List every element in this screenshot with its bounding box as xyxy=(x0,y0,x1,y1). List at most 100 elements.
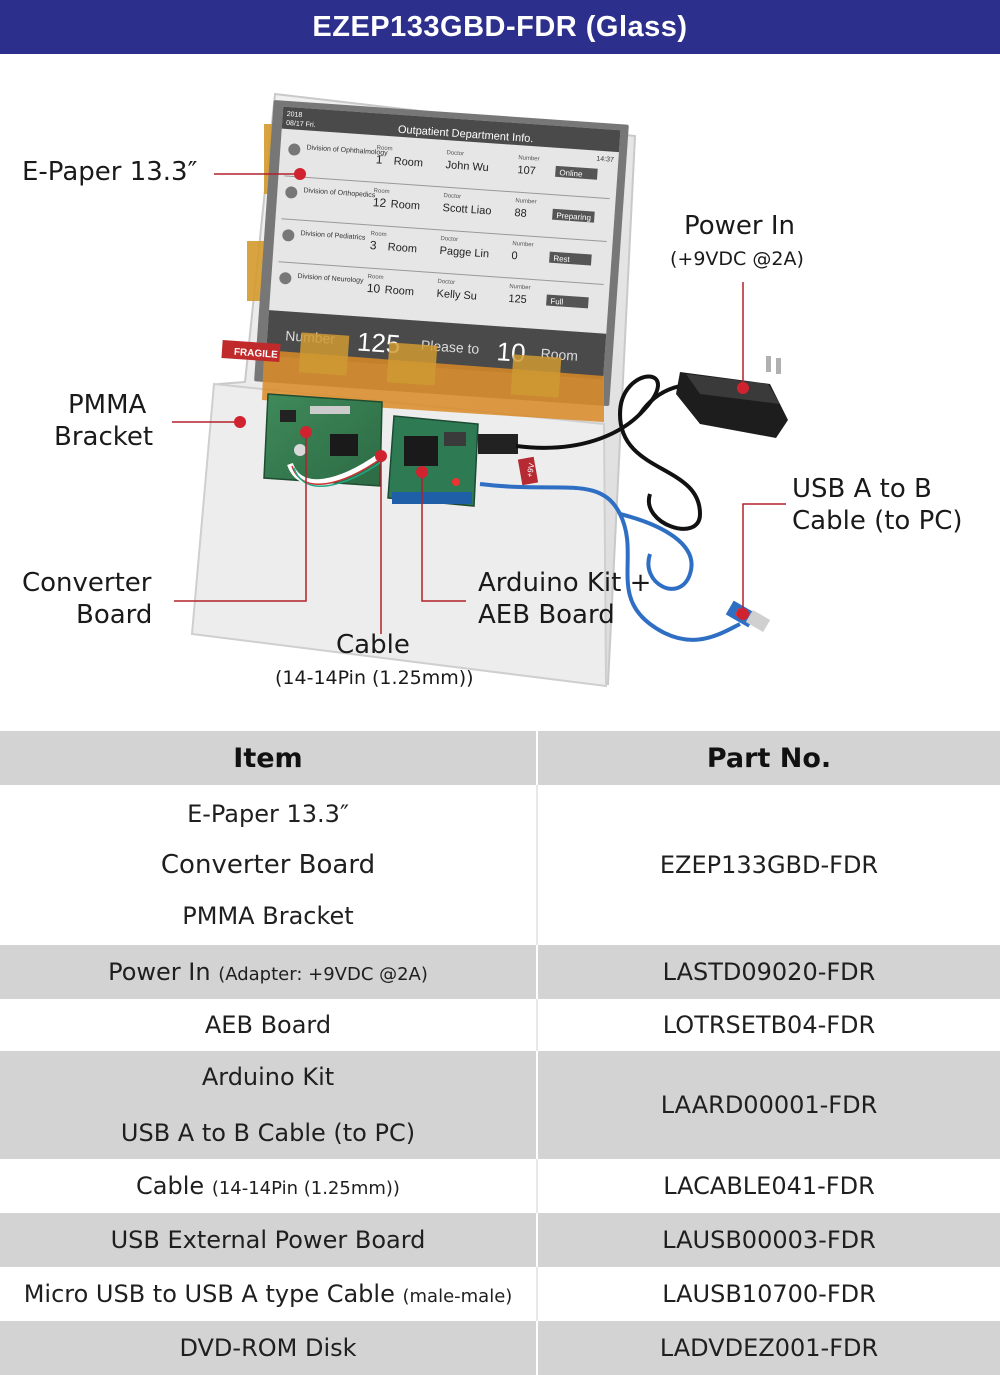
item-cell: E-Paper 13.3″ Converter Board PMMA Brack… xyxy=(0,785,538,945)
usb-cable xyxy=(479,482,741,642)
fpc-tab xyxy=(298,332,350,376)
converter-label-line2: Board xyxy=(76,600,153,630)
number-label: Number xyxy=(509,284,531,291)
item-note: (14-14Pin (1.25mm)) xyxy=(211,1178,400,1199)
table-row: Cable (14-14Pin (1.25mm)) LACABLE041-FDR xyxy=(0,1159,1000,1213)
room-number: 12 xyxy=(372,195,387,210)
item-cell: Arduino Kit USB A to B Cable (to PC) xyxy=(0,1051,538,1159)
room-label: Room xyxy=(370,231,386,238)
screen-header-bar xyxy=(281,106,621,153)
status-text: Full xyxy=(550,297,564,307)
room-word: Room xyxy=(390,198,420,212)
row-divider xyxy=(278,261,604,285)
item-cell: Power In (Adapter: +9VDC @2A) xyxy=(0,945,538,999)
room-number: 3 xyxy=(369,238,377,252)
cable-spec: (14-14Pin (1.25mm)) xyxy=(275,667,474,689)
queue-number: 0 xyxy=(511,250,518,262)
item-cell: USB External Power Board xyxy=(0,1213,538,1267)
part-cell: LOTRSETB04-FDR xyxy=(537,999,1000,1051)
table-row: Power In (Adapter: +9VDC @2A) LASTD09020… xyxy=(0,945,1000,999)
item-text: Converter Board xyxy=(160,850,376,880)
usb-label-line1: USB A to B xyxy=(792,474,932,504)
arduino-label-line1: Arduino Kit + xyxy=(478,568,652,598)
arduino-label-line2: AEB Board xyxy=(478,600,615,630)
status-text: Preparing xyxy=(556,211,591,222)
table-row: Micro USB to USB A type Cable (male-male… xyxy=(0,1267,1000,1321)
row-divider xyxy=(281,218,607,243)
room-label: Room xyxy=(373,188,389,195)
usb-label-line2: Cable (to PC) xyxy=(792,506,963,536)
fragile-text: FRAGILE xyxy=(233,347,278,361)
fragile-sticker xyxy=(221,339,281,363)
item-note: (male-male) xyxy=(402,1286,513,1307)
fpc-tab xyxy=(386,342,438,386)
doctor-label: Doctor xyxy=(443,193,461,200)
pmma-label-line2: Bracket xyxy=(54,422,154,452)
epaper-label: E-Paper 13.3″ xyxy=(22,157,198,187)
number-label: Number xyxy=(518,155,540,162)
item-text: Micro USB to USB A type Cable xyxy=(23,1280,395,1308)
room-number: 1 xyxy=(375,152,383,166)
table-row: E-Paper 13.3″ Converter Board PMMA Brack… xyxy=(0,785,1000,945)
status-badge xyxy=(546,294,589,309)
queue-number: 107 xyxy=(517,164,536,177)
table-row: Arduino Kit USB A to B Cable (to PC) LAA… xyxy=(0,1051,1000,1159)
room-word: Room xyxy=(393,156,423,170)
screen-time: 14:37 xyxy=(596,156,614,164)
division-icon xyxy=(288,143,301,156)
division-icon xyxy=(282,229,295,242)
part-cell: LADVDEZ001-FDR xyxy=(537,1321,1000,1375)
part-cell: LAARD00001-FDR xyxy=(537,1051,1000,1159)
item-text: PMMA Bracket xyxy=(182,902,354,930)
screen-date: 08/17 Fri. xyxy=(286,120,316,129)
power-in-spec: (+9VDC @2A) xyxy=(670,248,804,270)
power-in-label: Power In xyxy=(684,211,796,241)
status-badge xyxy=(552,208,595,223)
table-row: USB External Power Board LAUSB00003-FDR xyxy=(0,1213,1000,1267)
epaper-screen xyxy=(265,106,621,380)
number-label: Number xyxy=(512,241,534,248)
doctor-label: Doctor xyxy=(437,279,455,286)
row-divider xyxy=(284,175,610,200)
item-cell: DVD-ROM Disk xyxy=(0,1321,538,1375)
doctor-name: Pagge Lin xyxy=(439,245,489,260)
status-text: Rest xyxy=(553,254,571,264)
doctor-name: Scott Liao xyxy=(442,202,492,217)
part-cell: EZEP133GBD-FDR xyxy=(537,785,1000,945)
queue-number: 125 xyxy=(508,293,527,306)
status-text: Online xyxy=(559,168,583,179)
item-note: (Adapter: +9VDC @2A) xyxy=(218,964,428,985)
screen-date-year: 2018 xyxy=(287,111,303,119)
part-cell: LACABLE041-FDR xyxy=(537,1159,1000,1213)
room-label: Room xyxy=(367,274,383,281)
column-header-part-no: Part No. xyxy=(537,731,1000,785)
part-cell: LAUSB10700-FDR xyxy=(537,1267,1000,1321)
item-text: E-Paper 13.3″ xyxy=(187,800,349,828)
part-cell: LASTD09020-FDR xyxy=(537,945,1000,999)
room-word: Room xyxy=(384,284,414,298)
item-cell: Cable (14-14Pin (1.25mm)) xyxy=(0,1159,538,1213)
number-label: Number xyxy=(515,198,537,205)
item-text: Cable xyxy=(136,1172,205,1200)
converter-label-line1: Converter xyxy=(22,568,152,598)
division-icon xyxy=(285,186,298,199)
division-icon xyxy=(279,272,292,285)
item-text: USB A to B Cable (to PC) xyxy=(120,1119,416,1147)
doctor-label: Doctor xyxy=(440,236,458,243)
division-name: Division of Pediatrics xyxy=(300,230,366,242)
status-badge xyxy=(555,165,598,180)
pmma-label-line1: PMMA xyxy=(68,390,147,420)
doctor-label: Doctor xyxy=(446,150,464,157)
item-text: Arduino Kit xyxy=(201,1063,335,1091)
item-cell: Micro USB to USB A type Cable (male-male… xyxy=(0,1267,538,1321)
table-row: AEB Board LOTRSETB04-FDR xyxy=(0,999,1000,1051)
parts-table: Item Part No. E-Paper 13.3″ Converter Bo… xyxy=(0,731,1000,1375)
division-name: Division of Neurology xyxy=(297,273,364,285)
queue-number: 88 xyxy=(514,207,527,220)
room-number: 10 xyxy=(366,281,381,296)
status-badge xyxy=(549,251,592,266)
part-cell: LAUSB00003-FDR xyxy=(537,1213,1000,1267)
room-word: Room xyxy=(387,241,417,255)
doctor-name: John Wu xyxy=(445,159,489,174)
fpc-tab xyxy=(510,354,562,398)
